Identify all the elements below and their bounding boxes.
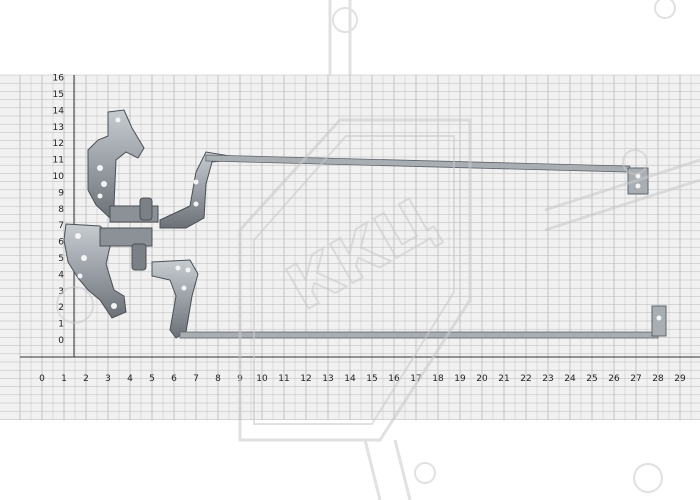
x-axis-tick-label: 20 (476, 374, 488, 384)
y-axis-tick-label: 4 (58, 270, 64, 280)
y-axis-tick-label: 10 (53, 172, 65, 182)
x-axis-tick-label: 16 (388, 374, 400, 384)
x-axis-tick-label: 11 (278, 374, 289, 384)
y-axis-tick-label: 15 (53, 90, 64, 100)
x-axis-tick-label: 18 (432, 374, 444, 384)
y-axis-tick-label: 9 (58, 188, 64, 198)
x-axis-tick-label: 13 (322, 374, 333, 384)
y-axis-tick-label: 6 (58, 238, 64, 248)
y-axis-tick-label: 8 (58, 205, 64, 215)
y-axis-tick-label: 16 (53, 74, 65, 84)
x-axis-tick-label: 1 (61, 374, 67, 384)
y-axis-tick-label: 1 (58, 320, 64, 330)
x-axis-tick-label: 24 (564, 374, 576, 384)
x-axis-tick-label: 2 (83, 374, 89, 384)
y-axis-tick-label: 0 (58, 336, 64, 346)
x-axis-tick-label: 14 (344, 374, 356, 384)
x-axis-tick-label: 28 (652, 374, 664, 384)
x-axis-tick-label: 19 (454, 374, 466, 384)
left-lower-hinge-bracket (63, 223, 153, 319)
x-axis-tick-label: 6 (171, 374, 177, 384)
lower-right-hinge-rail (151, 259, 667, 339)
x-axis-tick-label: 22 (520, 374, 531, 384)
x-axis-tick-label: 10 (256, 374, 268, 384)
y-axis-tick-label: 7 (58, 221, 64, 231)
y-axis-tick-label: 13 (53, 123, 64, 133)
y-axis-tick-label: 11 (53, 156, 64, 166)
x-axis-tick-label: 26 (608, 374, 620, 384)
x-axis-tick-label: 8 (215, 374, 221, 384)
x-axis-tick-label: 4 (127, 374, 133, 384)
x-axis-tick-label: 21 (498, 374, 509, 384)
x-axis-tick-label: 29 (674, 374, 686, 384)
left-upper-hinge-bracket (87, 109, 159, 223)
y-axis-tick-label: 14 (53, 106, 65, 116)
y-axis-tick-label: 12 (53, 139, 64, 149)
x-axis-tick-label: 0 (39, 374, 45, 384)
x-axis-tick-label: 15 (366, 374, 377, 384)
x-axis-tick-label: 27 (630, 374, 641, 384)
x-axis-tick-label: 5 (149, 374, 155, 384)
y-axis-tick-label: 3 (58, 287, 64, 297)
x-axis-tick-label: 3 (105, 374, 111, 384)
x-axis-tick-label: 17 (410, 374, 421, 384)
y-axis-tick-label: 5 (58, 254, 64, 264)
x-axis-tick-label: 23 (542, 374, 553, 384)
y-axis-tick-label: 2 (58, 303, 64, 313)
x-axis-tick-label: 7 (193, 374, 199, 384)
x-axis-tick-label: 25 (586, 374, 597, 384)
x-axis-tick-label: 12 (300, 374, 311, 384)
